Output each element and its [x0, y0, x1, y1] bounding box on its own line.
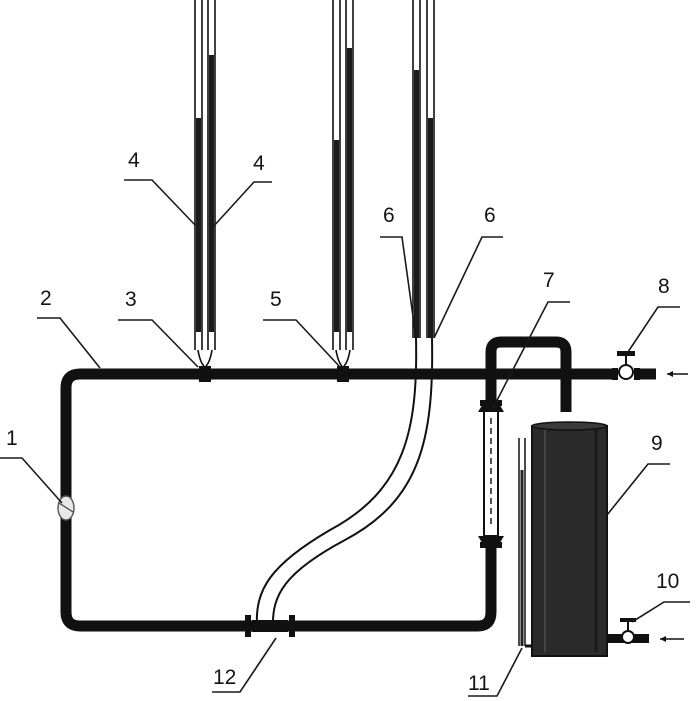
pressure-tap-3	[199, 366, 211, 382]
manometer-5	[332, 0, 354, 367]
label-6-right: 6	[433, 204, 503, 339]
label-7: 7	[492, 269, 570, 409]
flowmeter-7	[478, 336, 572, 548]
level-gauge-11	[518, 438, 532, 648]
label-2-text: 2	[40, 287, 52, 310]
label-4a-text: 4	[128, 149, 140, 172]
pressure-tap-5	[337, 366, 349, 382]
label-4-left: 4	[124, 149, 197, 227]
label-12-text: 12	[213, 666, 236, 689]
label-11: 11	[468, 647, 523, 697]
hose-to-tap-12	[255, 337, 434, 627]
label-2: 2	[37, 287, 101, 369]
outlet-flow-arrow-top	[667, 371, 688, 377]
label-4-right: 4	[211, 152, 272, 229]
label-11-text: 11	[468, 672, 490, 695]
valve-8	[612, 351, 640, 380]
label-1: 1	[0, 427, 63, 504]
label-3-text: 3	[125, 288, 137, 311]
label-6-left: 6	[380, 204, 417, 339]
valve-10	[607, 618, 649, 644]
label-8-text: 8	[658, 275, 670, 298]
manometer-4	[194, 0, 216, 367]
outlet-flow-arrow-bottom	[660, 636, 684, 642]
label-9-text: 9	[651, 432, 663, 455]
label-1-text: 1	[6, 427, 18, 450]
pressure-tap-12	[245, 615, 295, 637]
label-3: 3	[118, 288, 199, 368]
label-4b-text: 4	[253, 152, 265, 175]
label-5-text: 5	[270, 288, 282, 311]
label-7-text: 7	[543, 269, 555, 292]
label-6a-text: 6	[383, 204, 395, 227]
tank-9	[531, 421, 608, 657]
label-12: 12	[212, 637, 277, 693]
manometer-6	[412, 0, 435, 338]
fitting-1	[57, 495, 75, 521]
label-9: 9	[606, 432, 670, 516]
label-8: 8	[627, 275, 680, 353]
label-6b-text: 6	[484, 204, 496, 227]
label-10: 10	[631, 570, 690, 623]
label-10-text: 10	[656, 570, 679, 593]
label-5: 5	[263, 288, 341, 368]
